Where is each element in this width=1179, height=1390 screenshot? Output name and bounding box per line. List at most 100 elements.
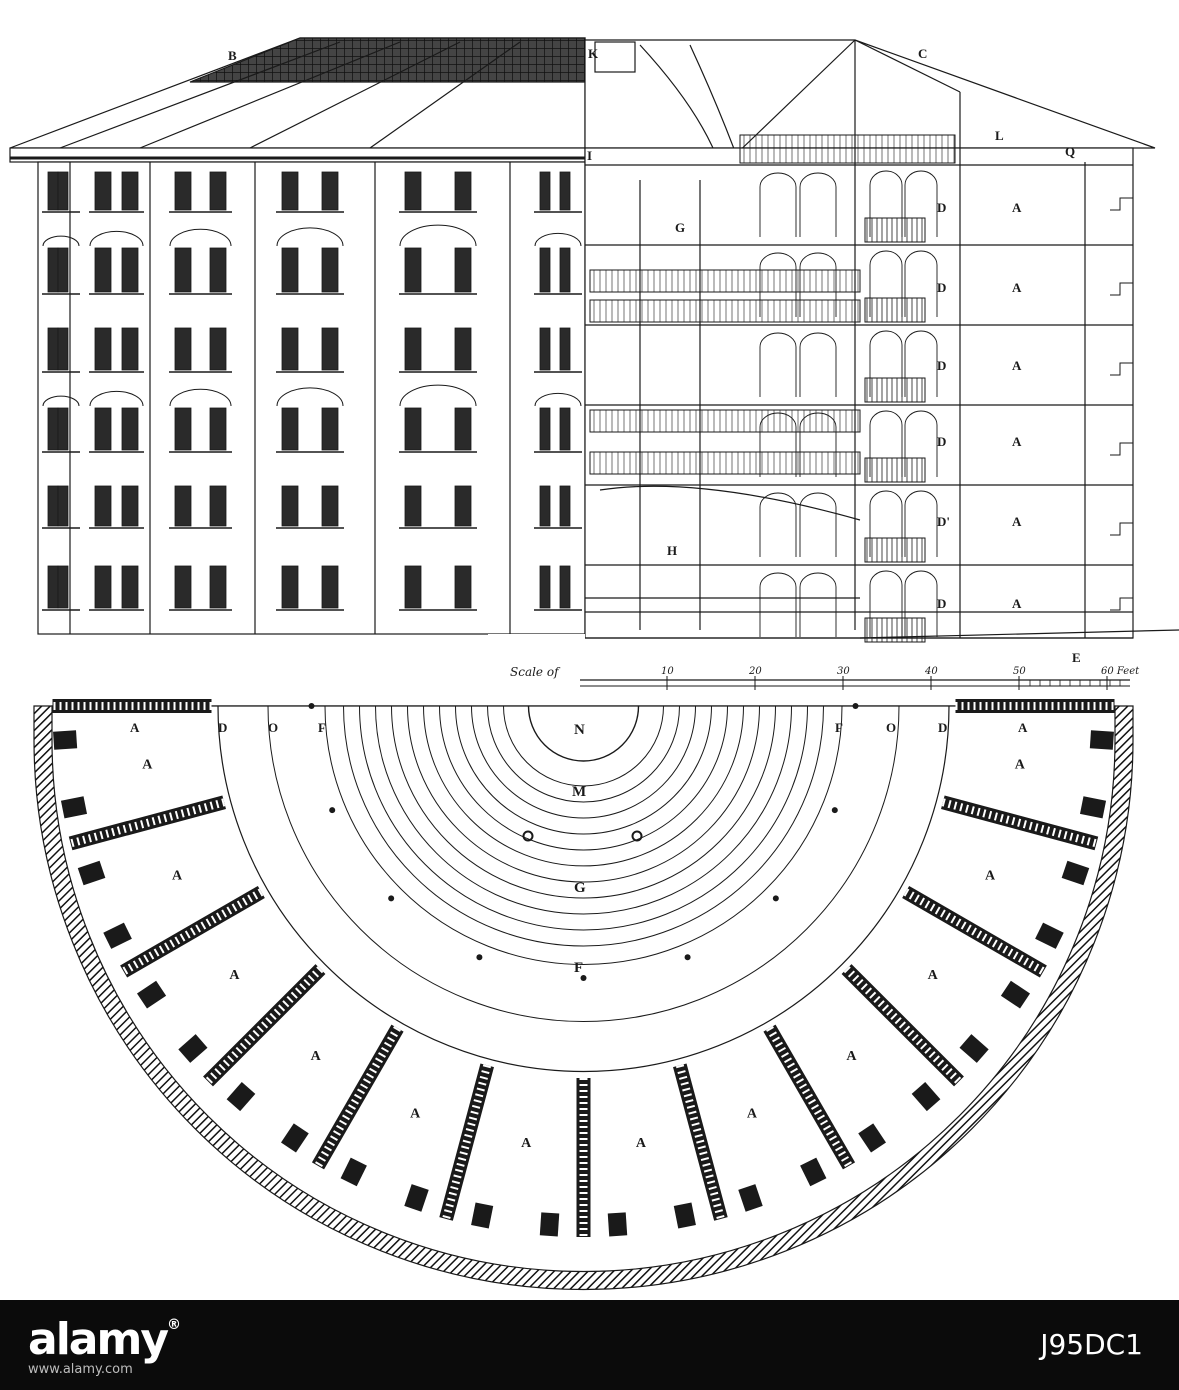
columns [308,703,859,981]
top-label: A [130,720,140,735]
window [121,485,139,527]
label-M: M [572,784,586,800]
column [388,895,395,902]
label-A: A [1012,596,1022,611]
window [94,485,112,527]
watermark-image-id: J95DC1 [1040,1328,1143,1361]
window [47,171,59,211]
scale-caption: Scale of [510,665,561,679]
scale-tick-label: 50 [1013,666,1026,677]
window [559,565,571,609]
cell-ring [51,705,1116,1273]
gallery-railing [589,299,861,323]
label-Q: Q [1065,144,1075,159]
cell-arch [869,570,903,637]
label-L: L [995,128,1004,143]
window [559,171,571,211]
label-F-plan: F [574,960,583,976]
window [454,247,472,293]
window [321,171,339,211]
window [57,247,69,293]
cell-arch [904,570,938,637]
window [404,327,422,371]
cell-arch [869,410,903,477]
top-label: D [218,720,227,735]
window-pier [404,1184,429,1212]
window [454,485,472,527]
window-pier [281,1123,309,1153]
partition-hatch [442,1064,492,1220]
gallery-railing [589,269,861,293]
gallery-arch [759,332,797,397]
gallery-arch [759,492,797,557]
scale-tick-label: 20 [748,666,762,677]
scale-tick-label: 30 [837,666,850,677]
section-wall [584,147,1134,639]
partition-hatch [675,1064,725,1220]
window [57,407,69,451]
window-arch [169,228,232,247]
window [559,407,571,451]
scale-bar: Scale of [488,634,1130,706]
window [94,171,112,211]
gallery-arch [799,492,837,557]
window [47,247,59,293]
window [539,247,551,293]
window [404,171,422,211]
window [539,485,551,527]
window-pier [136,980,167,1009]
partition-hatch [121,888,264,975]
top-label: A [1018,720,1028,735]
window-pier [178,1034,208,1063]
elevation [9,37,586,635]
label-D: D [937,358,946,373]
section [584,39,1179,639]
window [281,565,299,609]
window [57,485,69,527]
window [94,565,112,609]
window [281,407,299,451]
window [209,407,227,451]
column [308,703,315,709]
cornice [9,147,586,163]
window [454,565,472,609]
window-arch [42,235,80,247]
label-D: D' [937,514,950,529]
window-arch [276,387,344,407]
label-A: A [1012,358,1022,373]
gallery-arch [799,252,837,317]
column [772,895,779,902]
window-arch [534,232,582,247]
gallery-arch [759,412,797,477]
central-ring [375,705,792,915]
window [47,565,59,609]
window-pier [60,796,88,819]
window-pier [800,1157,827,1187]
window-arch [169,388,232,407]
top-label: D [938,720,947,735]
gallery-arch [799,572,837,637]
cell-arch [904,410,938,477]
window [209,485,227,527]
label-N: N [574,722,585,738]
window [121,247,139,293]
cell-label-A: A [846,1049,857,1064]
label-D: D [937,280,946,295]
label-A: A [1012,280,1022,295]
window [404,565,422,609]
window [174,485,192,527]
window [539,327,551,371]
central-ring [343,705,824,947]
window [209,247,227,293]
window-pier [858,1123,886,1153]
scale-tick-label: 60 Feet [1101,666,1140,677]
window-pier [539,1212,560,1237]
top-label: F [835,720,843,735]
cell-railing [864,377,926,403]
window [47,485,59,527]
window [47,407,59,451]
label-K: K [588,46,599,61]
wall-step [1110,442,1133,456]
